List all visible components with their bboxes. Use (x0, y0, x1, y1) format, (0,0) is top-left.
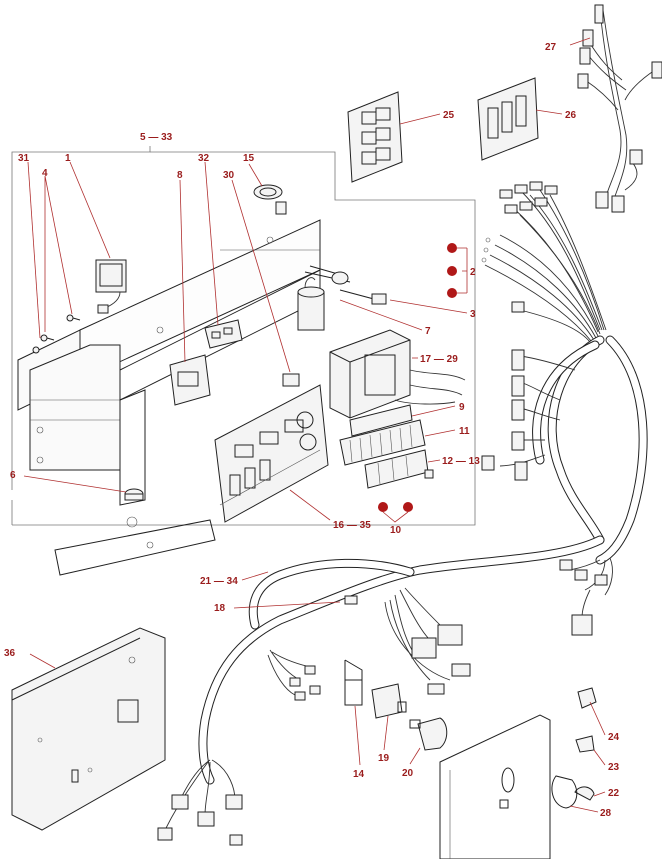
component-8 (169, 354, 211, 406)
boundary-frame (11, 146, 476, 526)
part-label-2: 2 (470, 267, 476, 278)
part-label-28: 28 (600, 808, 612, 819)
part-label-15: 15 (243, 153, 255, 164)
part-label-17-29: 17 — 29 (420, 354, 458, 365)
terminal-block-12-13 (364, 449, 434, 489)
panel-36 (11, 627, 166, 831)
switch-19 (371, 683, 407, 719)
part-label-19: 19 (378, 753, 390, 764)
component-30 (282, 373, 300, 387)
part-label-5-33: 5 — 33 (140, 132, 173, 143)
transformer-17-29 (329, 329, 466, 419)
fuse-dot (447, 243, 457, 253)
part-label-3: 3 (470, 309, 476, 320)
part-label-18: 18 (214, 603, 226, 614)
clip-24 (577, 687, 597, 709)
fuse-dot (447, 288, 457, 298)
part-label-1: 1 (65, 153, 71, 164)
seal-28 (551, 775, 578, 809)
part-label-31: 31 (18, 153, 30, 164)
part-label-7: 7 (425, 326, 431, 337)
part-label-30: 30 (223, 170, 235, 181)
grommet-15 (253, 184, 287, 215)
part-label-4: 4 (42, 168, 48, 179)
control-board-16-35 (214, 384, 329, 523)
clip-22 (574, 786, 595, 801)
part-label-10: 10 (390, 525, 402, 536)
part-label-36: 36 (4, 648, 16, 659)
transformer-1 (95, 259, 127, 314)
connector-20 (409, 717, 448, 751)
main-harness-21-34 (157, 535, 605, 846)
terminal-block-11 (339, 419, 426, 466)
part-label-14: 14 (353, 769, 365, 780)
side-panel (439, 714, 551, 859)
part-label-22: 22 (608, 788, 620, 799)
relay-board-26 (477, 77, 539, 161)
part-label-16-35: 16 — 35 (333, 520, 371, 531)
terminal-block-9 (349, 404, 413, 437)
fuse-holders-2-3 (304, 265, 387, 305)
clip-23 (575, 735, 595, 753)
fuse-dots (378, 243, 457, 512)
component-32 (204, 319, 243, 349)
screws-4 (32, 314, 81, 354)
part-label-11: 11 (459, 426, 470, 437)
part-label-12-13: 12 — 13 (442, 456, 480, 467)
foot-6 (124, 488, 144, 501)
part-label-9: 9 (459, 402, 465, 413)
right-harness (481, 181, 648, 636)
part-label-6: 6 (10, 470, 16, 481)
capacitor-7 (297, 277, 325, 331)
harness-27 (577, 4, 662, 213)
part-labels: 27 25 26 5 — 33 31 1 32 15 4 8 30 2 3 7 … (4, 42, 620, 819)
fuse-dot (447, 266, 457, 276)
part-label-8: 8 (177, 170, 183, 181)
fuse-dot (378, 502, 388, 512)
part-label-26: 26 (565, 110, 577, 121)
part-label-23: 23 (608, 762, 620, 773)
part-label-27: 27 (545, 42, 557, 53)
fuse-dot (403, 502, 413, 512)
part-label-21-34: 21 — 34 (200, 576, 238, 587)
part-label-25: 25 (443, 110, 455, 121)
part-label-32: 32 (198, 153, 210, 164)
part-label-20: 20 (402, 768, 414, 779)
relay-board-25 (347, 91, 403, 183)
part-label-24: 24 (608, 732, 620, 743)
chassis-frame (17, 219, 321, 576)
bracket-14 (344, 659, 363, 706)
leader-lines (23, 37, 606, 813)
